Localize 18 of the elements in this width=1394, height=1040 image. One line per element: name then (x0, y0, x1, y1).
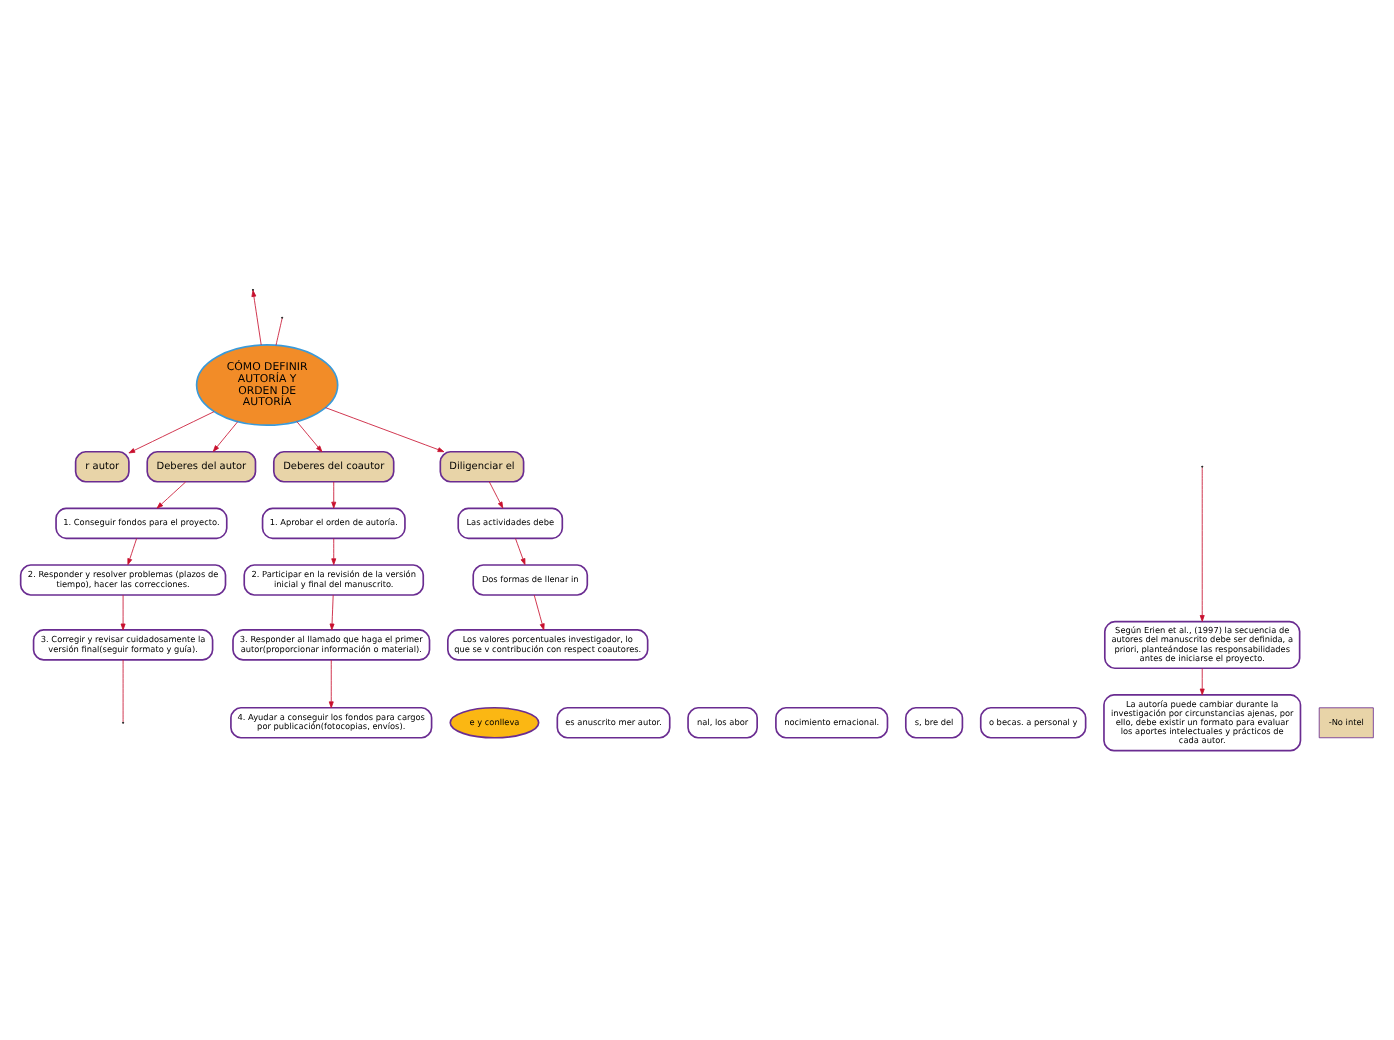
arrow (515, 538, 526, 566)
arrow (296, 421, 323, 453)
connector (122, 659, 124, 723)
arrow (127, 538, 137, 566)
arrow (331, 538, 337, 566)
arrow (489, 481, 504, 509)
arrow (120, 594, 126, 631)
connector (275, 318, 283, 346)
arrow (328, 659, 334, 709)
arrow (329, 594, 335, 631)
arrow (1199, 668, 1205, 696)
arrow (1199, 467, 1205, 622)
arrow (128, 411, 215, 454)
arrow (533, 594, 545, 631)
arrow (331, 481, 337, 509)
arrow (212, 421, 239, 452)
arrow (325, 407, 445, 453)
arrow (156, 481, 186, 509)
